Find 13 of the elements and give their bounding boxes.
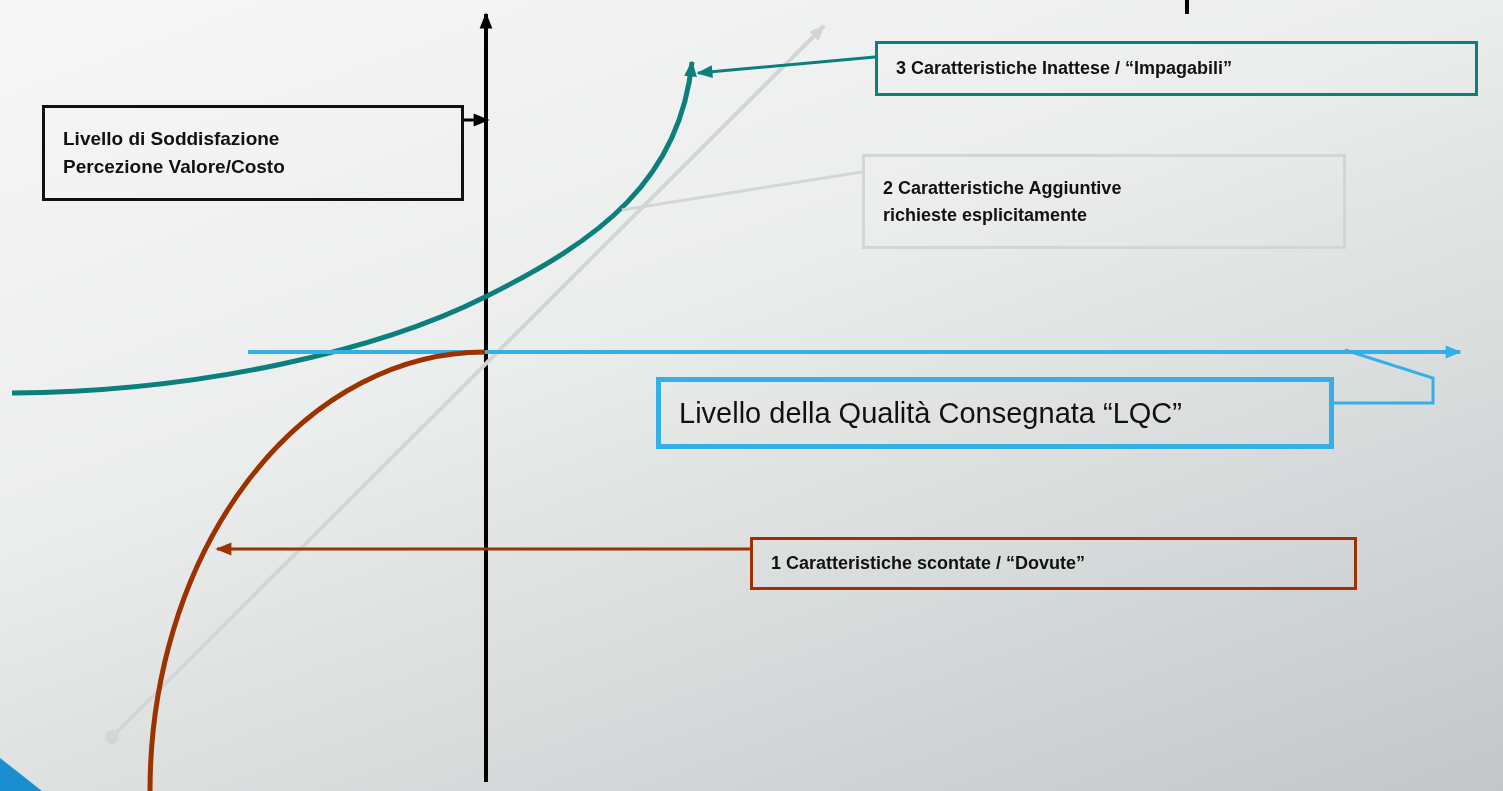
leader-arrow xyxy=(464,113,490,127)
callout-box: 1 Caratteristiche scontate / “Dovute” xyxy=(750,537,1357,590)
vertical-axis xyxy=(479,12,493,782)
leader-arrow xyxy=(696,55,876,79)
leader-line xyxy=(621,170,863,212)
horizontal-axis xyxy=(248,345,1462,359)
callout-box: 3 Caratteristiche Inattese / “Impagabili” xyxy=(875,41,1478,96)
basic-needs-curve xyxy=(147,349,486,791)
callout-box: 2 Caratteristiche Aggiuntive richieste esplicitamente xyxy=(862,154,1346,249)
callout-box: Livello della Qualità Consegnata “LQC” xyxy=(656,377,1334,449)
satisfaction-curve xyxy=(11,60,697,396)
leader-line xyxy=(1334,348,1435,405)
leader-arrow xyxy=(215,542,750,556)
